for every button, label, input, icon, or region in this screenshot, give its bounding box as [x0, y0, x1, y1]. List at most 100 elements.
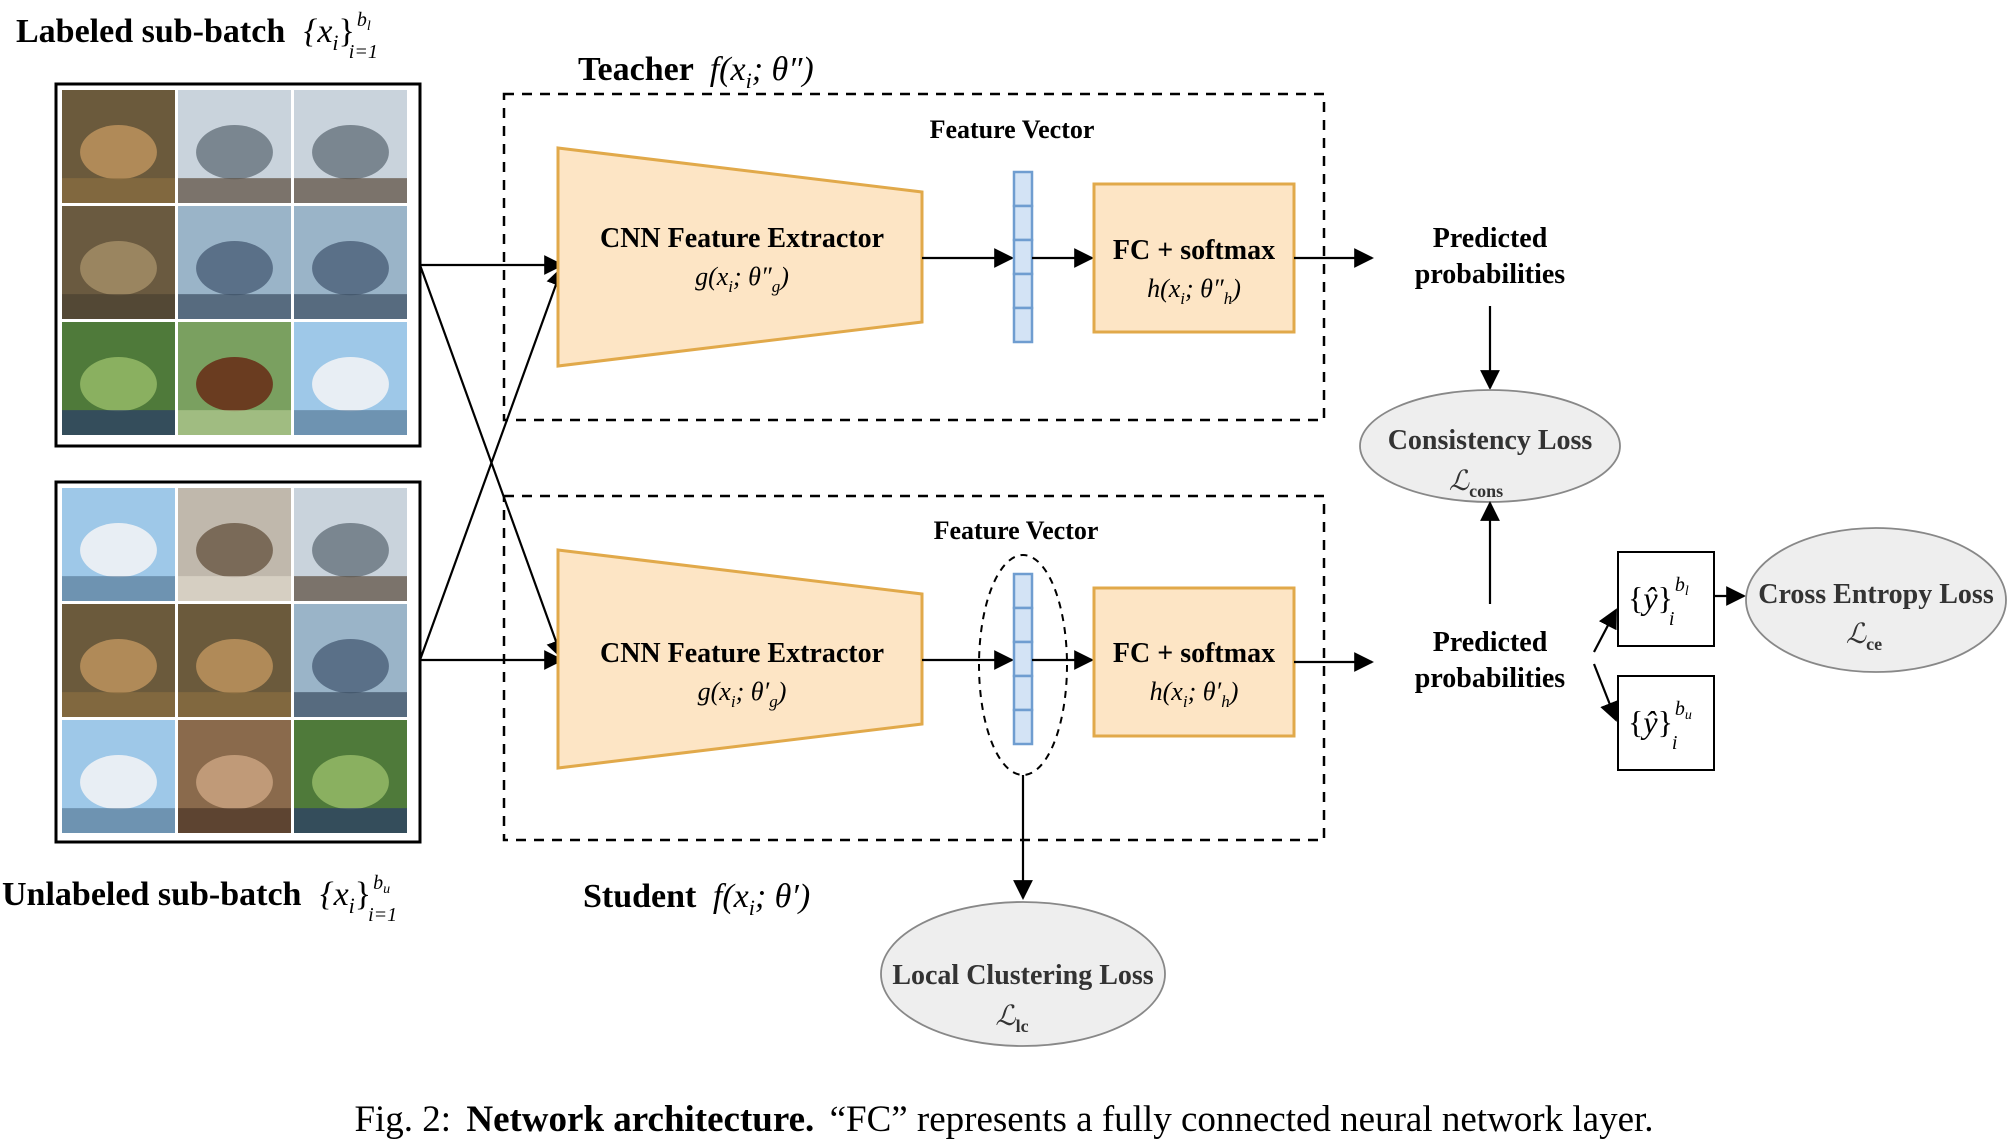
thumbnail-truck	[178, 90, 291, 203]
local-clustering-loss-label: Local Clustering Loss	[892, 960, 1153, 991]
thumbnail-ground	[294, 410, 407, 435]
thumbnail-ground	[62, 808, 175, 833]
thumbnail-dog	[178, 720, 291, 833]
thumbnail-ground	[62, 178, 175, 203]
thumbnail-ground	[62, 410, 175, 435]
local-clustering-loss-symbol: ℒlc	[995, 1001, 1028, 1036]
thumbnail-subject	[80, 523, 157, 578]
teacher-vector-cell	[1012, 204, 1034, 242]
thumbnail-ground	[178, 178, 291, 203]
thumbnail-ground	[294, 808, 407, 833]
thumbnail-subject	[80, 241, 157, 296]
cross-entropy-loss-symbol: ℒce	[1846, 619, 1882, 654]
student-vector-cell	[1012, 674, 1034, 712]
unlabeled-image-grid	[62, 488, 407, 833]
student-title: Student f(xi; θ′)	[583, 878, 810, 920]
thumbnail-ground	[62, 576, 175, 601]
thumbnail-ground	[294, 692, 407, 717]
thumbnail-subject	[312, 523, 389, 578]
pred-to-yhat-unlabeled-arrow	[1592, 663, 1619, 722]
cross-entropy-loss-label: Cross Entropy Loss	[1758, 579, 1994, 610]
thumbnail-automobile	[294, 206, 407, 319]
thumbnail-ground	[178, 576, 291, 601]
student-vector-dashed-ellipse	[978, 554, 1068, 776]
student-fc-label: FC + softmax	[1113, 638, 1275, 669]
thumbnail-bird	[294, 720, 407, 833]
teacher-pred-line1: Predicted	[1433, 223, 1548, 254]
thumbnail-cat	[178, 488, 291, 601]
student-fc-formula: h(xi; θ′h)	[1150, 677, 1239, 711]
teacher-network-box	[502, 92, 1326, 422]
thumbnail-ground	[62, 294, 175, 319]
yhat-unlabeled-box	[1617, 675, 1715, 771]
student-cnn-label: CNN Feature Extractor	[600, 638, 884, 669]
thumbnail-subject	[312, 755, 389, 810]
thumbnail-subject	[196, 639, 273, 694]
thumbnail-subject	[80, 755, 157, 810]
thumbnail-subject	[196, 755, 273, 810]
thumbnail-bird	[62, 322, 175, 435]
student-vector-cell	[1012, 708, 1034, 746]
input-connections	[418, 255, 566, 670]
student-pred-line2: probabilities	[1415, 663, 1566, 694]
student-feature-vector-label: Feature Vector	[934, 516, 1099, 545]
consistency-loss-symbol: ℒcons	[1449, 466, 1503, 501]
thumbnail-ground	[294, 178, 407, 203]
student-vector-cell	[1012, 572, 1034, 610]
thumbnail-ship	[62, 720, 175, 833]
student-pred-line1: Predicted	[1433, 627, 1548, 658]
thumbnail-ground	[62, 692, 175, 717]
student-network-box	[502, 494, 1326, 842]
thumbnail-subject	[312, 357, 389, 412]
thumbnail-horse	[178, 322, 291, 435]
teacher-vector-cell	[1012, 306, 1034, 344]
thumbnail-truck	[294, 488, 407, 601]
student-cnn-formula: g(xi; θ′g)	[698, 677, 787, 711]
figure-caption: Fig. 2: Network architecture. “FC” repre…	[354, 1099, 1653, 1140]
thumbnail-ground	[294, 576, 407, 601]
thumbnail-subject	[196, 241, 273, 296]
student-vector-cell	[1012, 640, 1034, 678]
teacher-cnn-formula: g(xi; θ″g)	[695, 262, 789, 296]
teacher-fc-formula: h(xi; θ″h)	[1147, 274, 1241, 308]
teacher-feature-vector	[1012, 170, 1034, 344]
thumbnail-ship	[62, 488, 175, 601]
teacher-cnn-label: CNN Feature Extractor	[600, 223, 884, 254]
thumbnail-ground	[178, 808, 291, 833]
thumbnail-subject	[80, 125, 157, 180]
teacher-vector-cell	[1012, 170, 1034, 208]
thumbnail-frog	[62, 604, 175, 717]
yhat-labeled-box	[1617, 551, 1715, 647]
unlabeled-to-teacher-arrow	[418, 266, 566, 661]
thumbnail-subject	[196, 125, 273, 180]
cross-entropy-loss-ellipse	[1745, 527, 2007, 673]
thumbnail-subject	[196, 523, 273, 578]
thumbnail-subject	[196, 357, 273, 412]
student-feature-vector	[1012, 572, 1034, 746]
local-clustering-loss-ellipse	[880, 901, 1166, 1047]
student-vector-cell	[1012, 606, 1034, 644]
student-cnn-block	[556, 548, 924, 770]
teacher-vector-cell	[1012, 238, 1034, 276]
thumbnail-subject	[312, 241, 389, 296]
teacher-pred-line2: probabilities	[1415, 259, 1566, 290]
student-fc-block	[1092, 586, 1296, 738]
thumbnail-automobile	[294, 604, 407, 717]
thumbnail-subject	[80, 357, 157, 412]
thumbnail-ship	[294, 322, 407, 435]
thumbnail-ground	[178, 410, 291, 435]
thumbnail-automobile	[178, 206, 291, 319]
thumbnail-deer	[62, 206, 175, 319]
thumbnail-frog	[178, 604, 291, 717]
teacher-feature-vector-label: Feature Vector	[930, 115, 1095, 144]
thumbnail-frog	[62, 90, 175, 203]
thumbnail-subject	[80, 639, 157, 694]
teacher-fc-label: FC + softmax	[1113, 235, 1275, 266]
labeled-image-grid	[62, 90, 407, 435]
teacher-title: Teacher f(xi; θ″)	[578, 51, 814, 93]
